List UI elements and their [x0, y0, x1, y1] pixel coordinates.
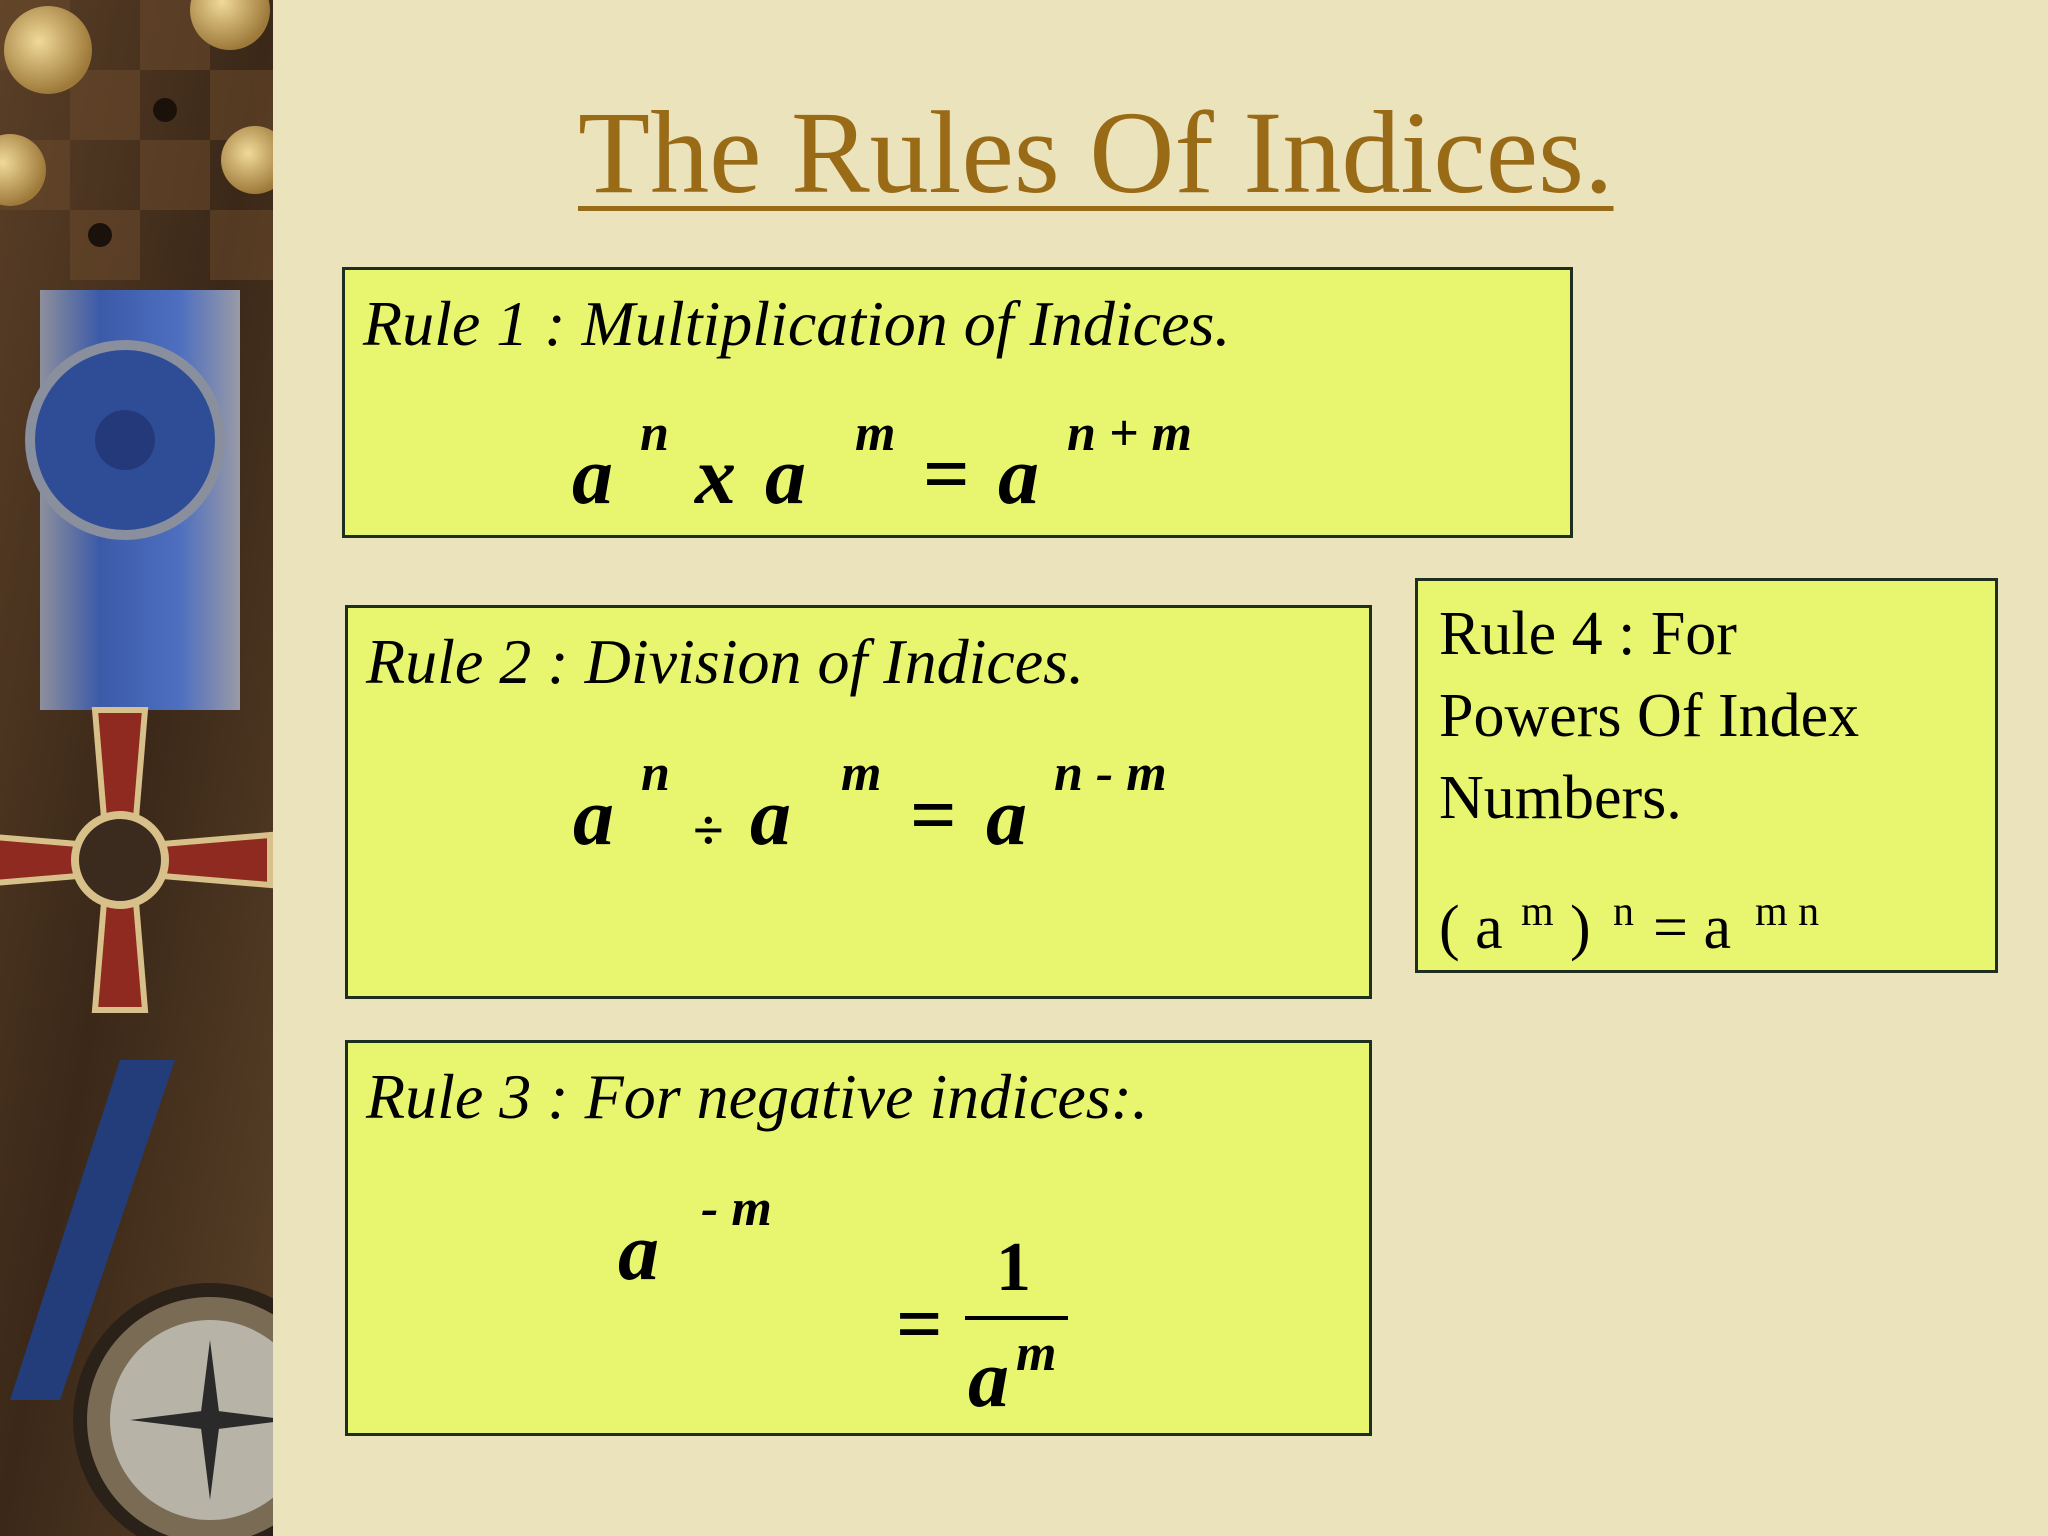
rule-2-base-left: a: [573, 771, 614, 862]
rule-3-heading: Rule 3 : For negative indices:.: [366, 1061, 1148, 1132]
rule-2-divide-sign: ÷: [693, 800, 724, 862]
rule-4-formula-result: = a: [1653, 894, 1731, 962]
rule-4-heading-line-2: Powers Of Index: [1439, 682, 1860, 750]
rule-1-base-right: a: [998, 430, 1039, 521]
slide-title: The Rules Of Indices.: [578, 87, 1614, 218]
rule-2-exponent-result: n - m: [1054, 745, 1167, 802]
rule-3-fraction-bar: [965, 1316, 1068, 1320]
rule-1-equals: =: [923, 428, 970, 519]
rule-3-negative-exponent: - m: [701, 1180, 772, 1237]
rule-1-exponent-left: n: [640, 405, 669, 462]
rule-4-box: Rule 4 : For Powers Of Index Numbers. ( …: [1415, 578, 1998, 973]
rule-2-box: Rule 2 : Division of Indices. a n ÷ a m …: [345, 605, 1372, 999]
rule-1-heading: Rule 1 : Multiplication of Indices.: [363, 288, 1231, 359]
rule-1-exponent-result: n + m: [1067, 405, 1192, 462]
rule-2-exponent-left: n: [641, 745, 670, 802]
rule-3-box: Rule 3 : For negative indices:. a - m = …: [345, 1040, 1372, 1436]
rule-4-formula-close: ): [1570, 894, 1591, 962]
rule-4-result-exponent: m n: [1755, 889, 1820, 935]
rule-4-inner-exponent: m: [1521, 889, 1554, 935]
rule-3-numerator: 1: [996, 1229, 1031, 1306]
decorative-photo-strip: [0, 0, 273, 1536]
rule-2-base-right: a: [986, 771, 1027, 862]
rule-3-denominator-base: a: [968, 1333, 1009, 1424]
rule-1-box: Rule 1 : Multiplication of Indices. a n …: [342, 267, 1573, 538]
rule-3-base: a: [618, 1206, 659, 1297]
rule-2-equals: =: [910, 769, 957, 860]
medal-collage-icon: [0, 0, 273, 1536]
rule-4-heading-line-3: Numbers.: [1439, 764, 1682, 832]
rule-1-exponent-middle: m: [855, 405, 896, 462]
rule-3-equals: =: [896, 1278, 943, 1369]
rule-4-outer-exponent: n: [1613, 889, 1634, 935]
rule-1-base-left: a: [572, 430, 613, 521]
rule-2-base-middle: a: [750, 771, 791, 862]
rule-4-heading-line-1: Rule 4 : For: [1439, 600, 1737, 668]
rule-3-denominator-exponent: m: [1016, 1325, 1057, 1382]
rule-1-operator: x: [695, 430, 736, 521]
rule-2-heading: Rule 2 : Division of Indices.: [366, 626, 1085, 697]
rule-1-base-middle: a: [765, 430, 806, 521]
rule-2-exponent-middle: m: [841, 745, 882, 802]
rule-4-formula-open: ( a: [1439, 894, 1503, 962]
